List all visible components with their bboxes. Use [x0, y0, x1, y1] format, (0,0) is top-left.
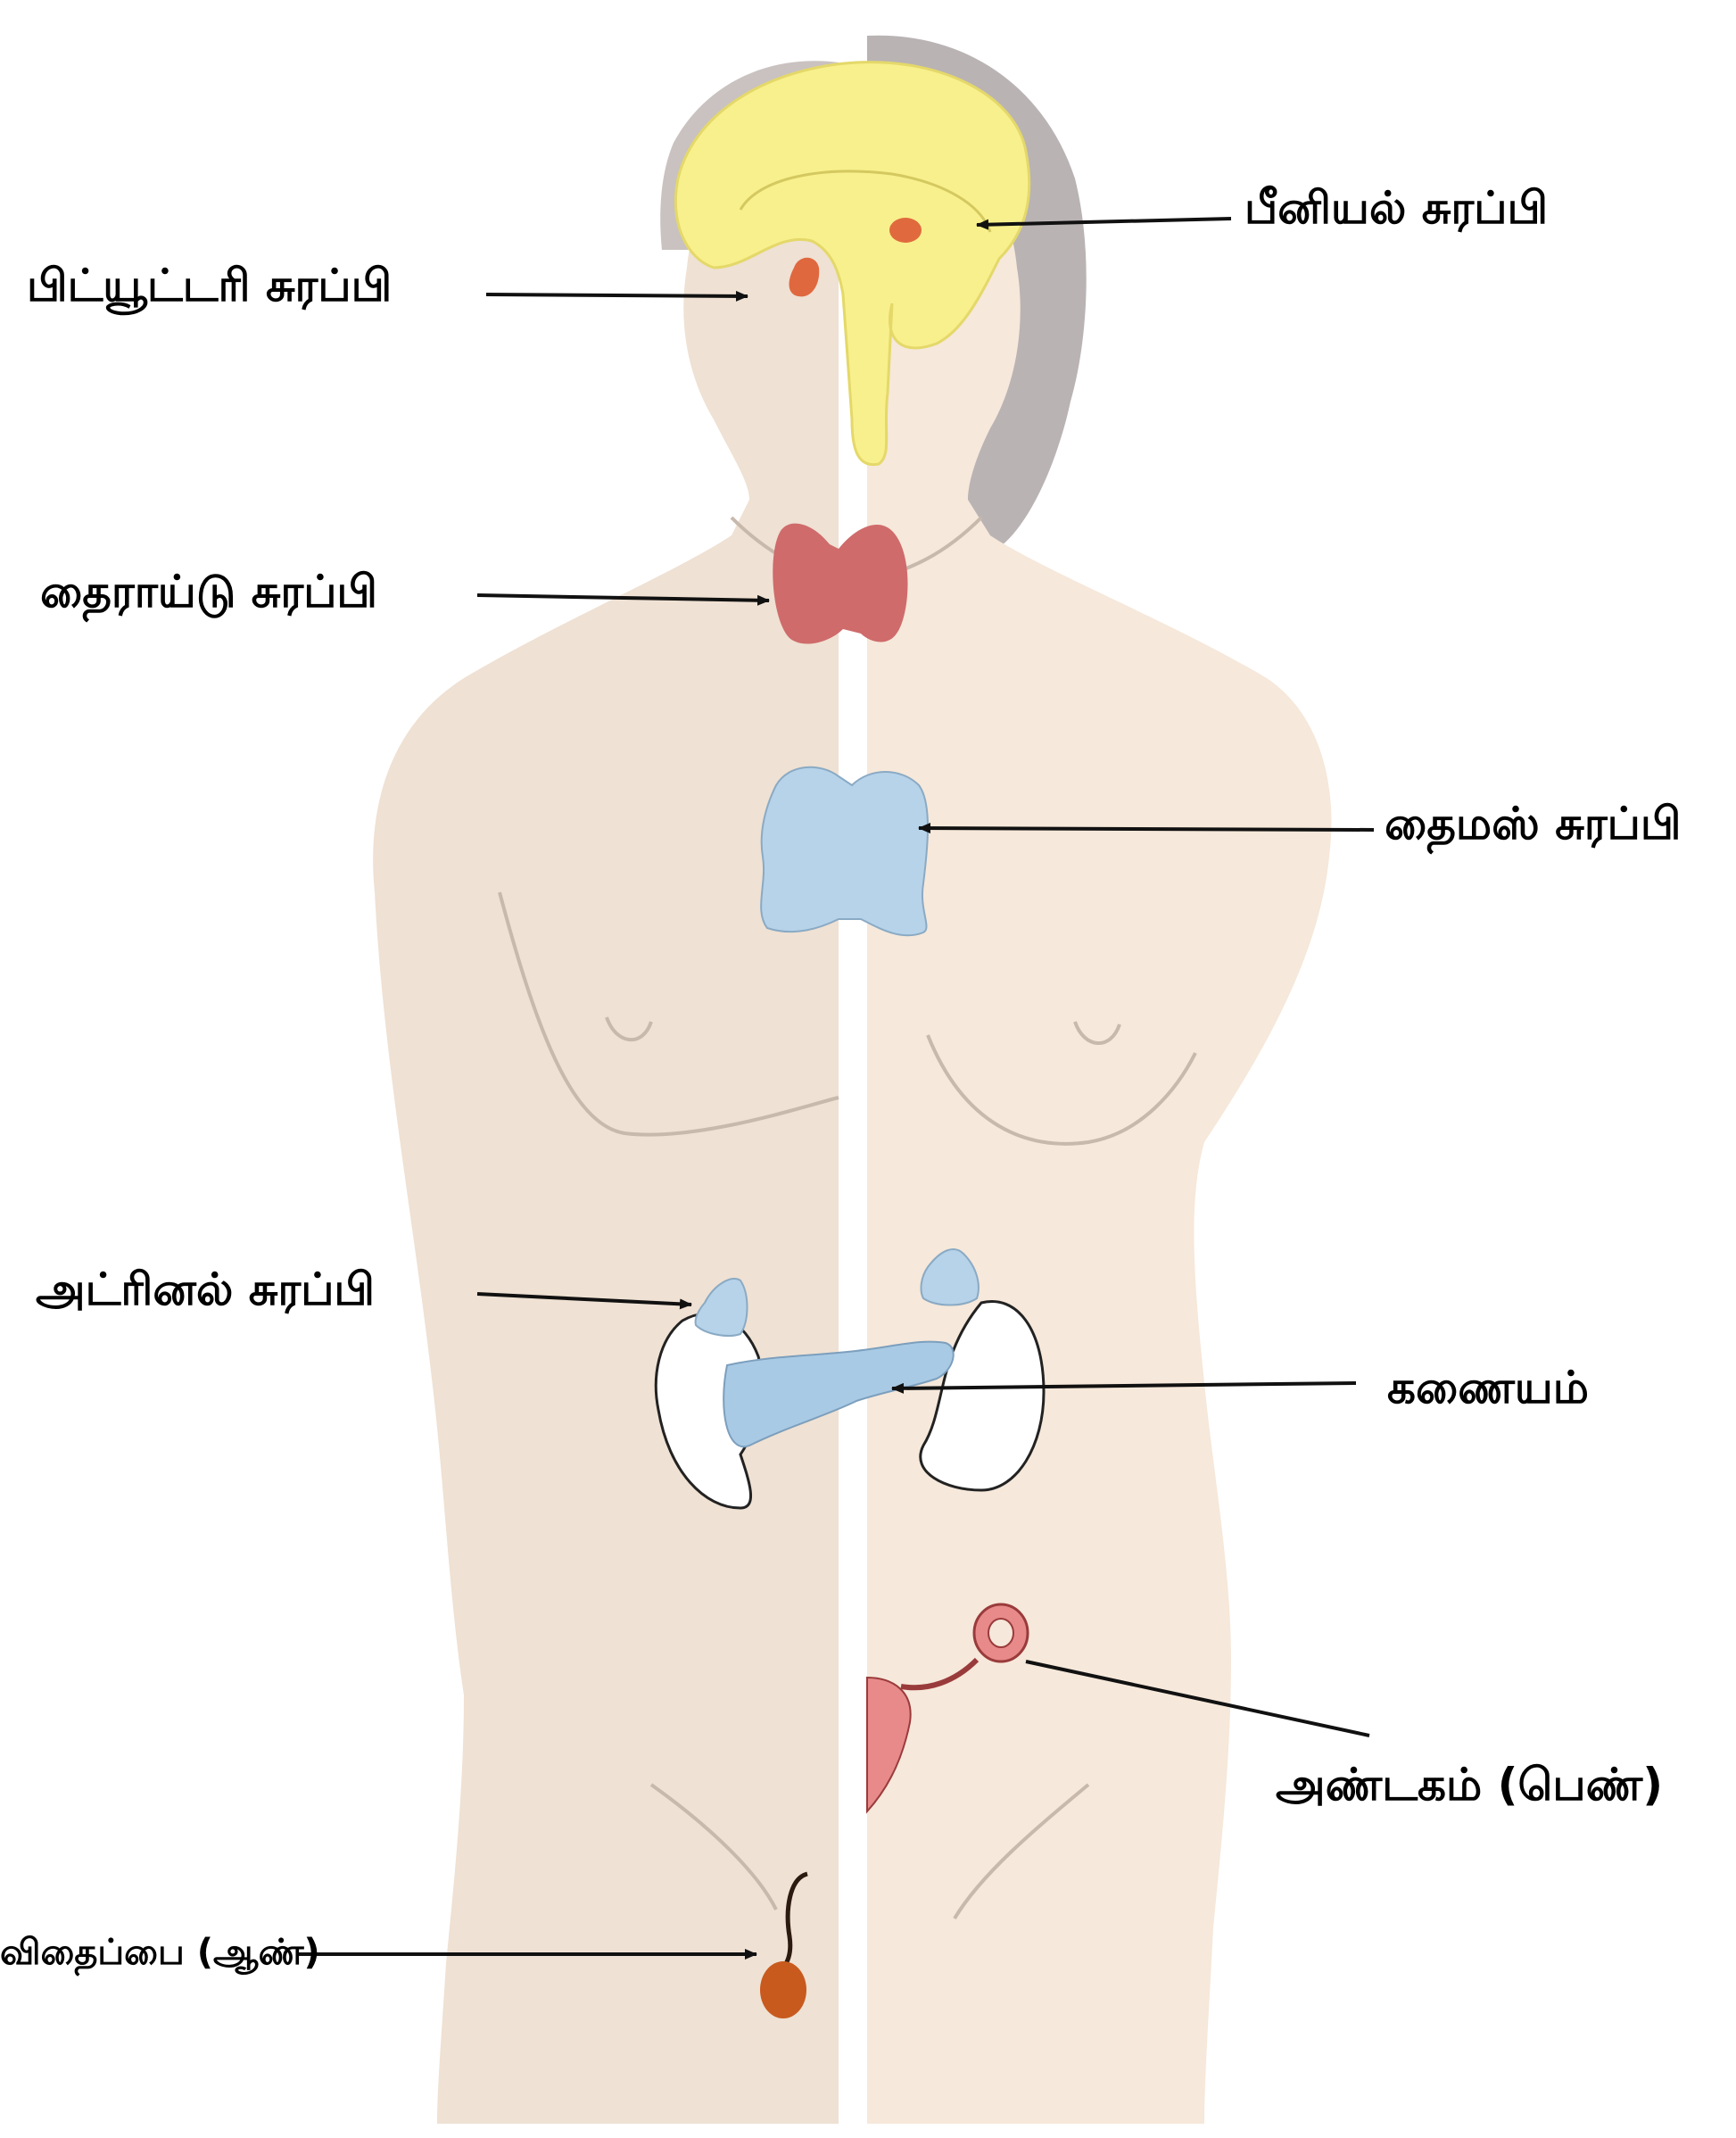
- thymus-label: தைமஸ் சுரப்பி: [1385, 798, 1682, 849]
- pancreas-pointer: [891, 1381, 1357, 1394]
- adrenal-pointer: [476, 1292, 692, 1310]
- thymus-gland: [760, 766, 929, 937]
- thyroid-pointer: [476, 593, 770, 606]
- pineal-label: பீனியல் சுரப்பி: [1244, 182, 1549, 234]
- pointer-lines: [299, 217, 1375, 1960]
- left-kidney: [654, 1312, 764, 1510]
- pituitary-label: பிட்யூட்டரி சுரப்பி: [27, 260, 393, 311]
- testis-gland: [760, 1871, 808, 2018]
- testis-label: விதைப்பை (ஆண்): [0, 1932, 320, 1973]
- female-body-half: [867, 107, 1332, 2124]
- male-body-half: [373, 107, 839, 2124]
- thymus-pointer: [918, 823, 1375, 834]
- pituitary-pointer: [485, 290, 748, 302]
- pancreas: [723, 1340, 955, 1448]
- brain: [674, 61, 1031, 467]
- left-adrenal-gland: [694, 1278, 748, 1337]
- pineal-gland: [889, 218, 922, 243]
- ovary-pointer: [1025, 1660, 1370, 1737]
- right-adrenal-gland: [920, 1248, 980, 1306]
- pancreas-label: கணையம்: [1387, 1362, 1590, 1413]
- ovary-gland: [866, 1603, 1029, 1814]
- ovary-label: அண்டகம் (பெண்): [1276, 1759, 1664, 1811]
- pineal-pointer: [976, 217, 1232, 230]
- right-kidney: [919, 1300, 1046, 1492]
- body-outlines: [498, 516, 1197, 1920]
- brain-inner-fold: [739, 170, 992, 233]
- thyroid-gland: [773, 523, 908, 644]
- thyroid-label: தைராய்டு சுரப்பி: [40, 566, 378, 617]
- pituitary-gland: [789, 257, 820, 297]
- adrenal-label: அட்ரினல் சுரப்பி: [36, 1264, 376, 1315]
